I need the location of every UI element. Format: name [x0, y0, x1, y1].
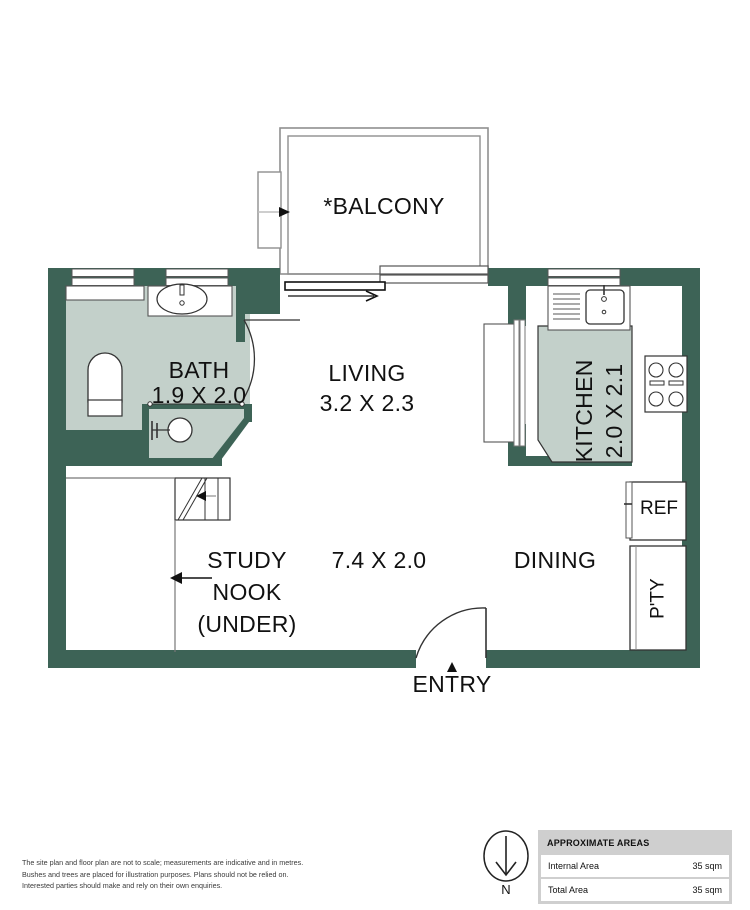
- study-nook-label-line1: STUDY: [207, 547, 287, 573]
- bath-counter: [65, 285, 145, 301]
- refrigerator: [624, 481, 687, 541]
- kitchen-pass-through-window: [483, 319, 526, 447]
- kitchen-wall-upper: [508, 286, 526, 326]
- pantry: [629, 545, 687, 651]
- stairs: [174, 477, 231, 521]
- bath-basin-fixture: [147, 283, 233, 317]
- disclaimer-line-3: Interested parties should make and rely …: [22, 881, 223, 891]
- approximate-areas-table: APPROXIMATE AREAS Internal Area 35 sqm T…: [538, 830, 732, 904]
- bath-dimensions: 1.9 X 2.0: [151, 382, 247, 408]
- areas-table-title: APPROXIMATE AREAS: [547, 838, 650, 848]
- areas-row-internal-value: 35 sqm: [692, 861, 722, 871]
- compass-north-label: N: [501, 882, 511, 897]
- compass: N: [476, 830, 536, 902]
- disclaimer-line-2: Bushes and trees are placed for illustra…: [22, 869, 289, 879]
- refrigerator-label: REF: [640, 498, 678, 519]
- bath-screen-line: [147, 401, 245, 407]
- bath-label: BATH: [168, 357, 230, 383]
- balcony-label: *BALCONY: [323, 193, 445, 219]
- disclaimer-text: The site plan and floor plan are not to …: [22, 857, 352, 892]
- bath-walls: [66, 286, 280, 466]
- balcony-gate-arrow-icon: [279, 207, 290, 217]
- dining-dimensions: 7.4 X 2.0: [331, 547, 427, 573]
- balcony-outline: [257, 127, 489, 275]
- study-nook-label-line2: NOOK: [212, 579, 282, 605]
- entry-label: ENTRY: [412, 671, 492, 697]
- areas-row-internal-label: Internal Area: [548, 861, 600, 871]
- entry-door: [415, 607, 487, 672]
- balcony-sliding-door: [284, 265, 489, 302]
- living-dimensions: 3.2 X 2.3: [319, 390, 415, 416]
- areas-row-total-label: Total Area: [548, 885, 589, 895]
- kitchen-dimensions: 2.0 X 2.1: [601, 363, 628, 459]
- study-nook-arrow-icon: [170, 572, 212, 584]
- bath-toilet-fixture: [151, 417, 193, 443]
- areas-row-total-value: 35 sqm: [692, 885, 722, 895]
- bath-shower-fixture: [87, 352, 123, 417]
- kitchen-cooktop: [644, 355, 688, 413]
- compass-north-icon: [483, 830, 529, 882]
- disclaimer-line-1: The site plan and floor plan are not to …: [22, 858, 304, 867]
- dining-label: DINING: [513, 547, 597, 573]
- living-label: LIVING: [328, 360, 406, 386]
- kitchen-sink-bench: [547, 285, 631, 331]
- bath-door-swing: [243, 319, 300, 399]
- pantry-label: P'TY: [647, 578, 669, 619]
- study-nook-label-line3: (UNDER): [197, 611, 297, 637]
- kitchen-label: KITCHEN: [571, 359, 598, 463]
- areas-row-total: Total Area 35 sqm: [541, 879, 729, 901]
- areas-row-internal: Internal Area 35 sqm: [541, 855, 729, 877]
